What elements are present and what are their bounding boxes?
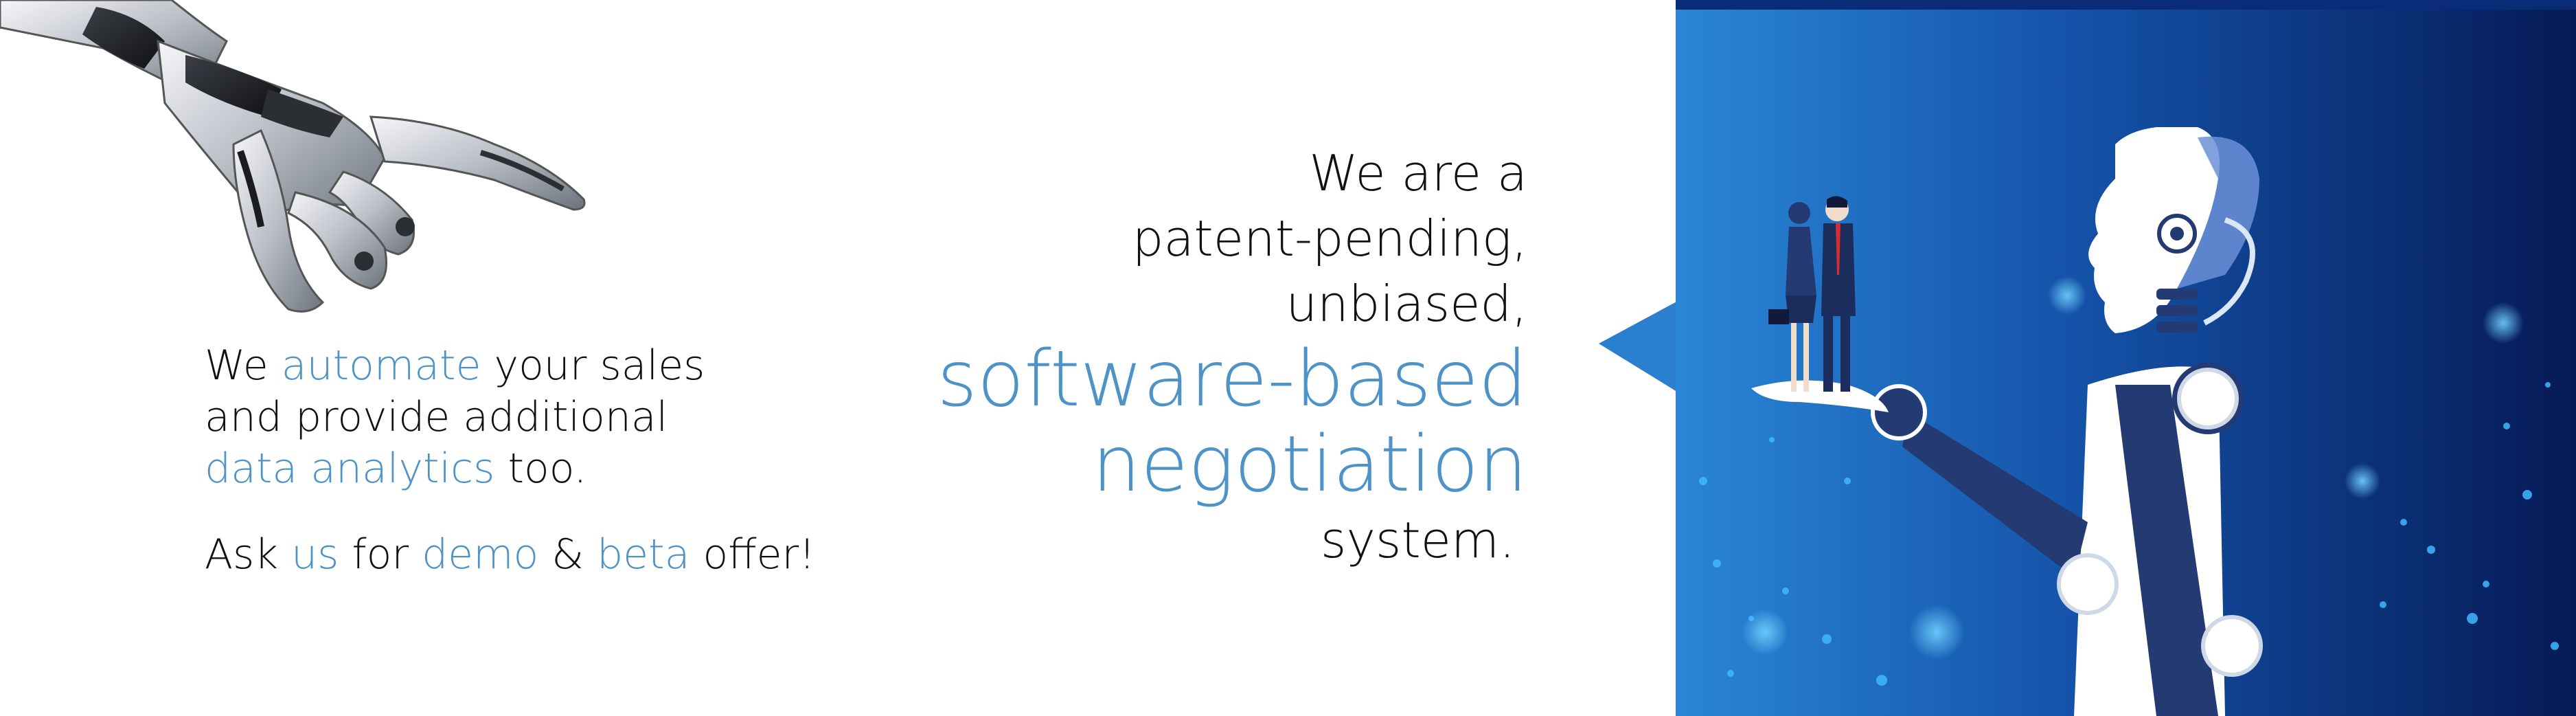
tagline-line-6: system. [1320, 511, 1515, 569]
highlight-beta: beta [597, 530, 690, 579]
tagline-line-3: unbiased, [1286, 275, 1528, 333]
highlight-us: us [291, 530, 339, 579]
call-to-action: Ask us for demo & beta offer! [205, 530, 816, 579]
tagline-highlight-1: software-based [937, 335, 1527, 424]
intro-text: We automate your sales and provide addit… [205, 340, 815, 581]
tagline: We are a patent-pending, unbiased, softw… [937, 141, 1527, 573]
intro-line-3: data analytics too. [205, 445, 587, 493]
highlight-demo: demo [422, 530, 539, 579]
speech-bubble-tail [1599, 295, 1688, 399]
tagline-line-2: patent-pending, [1132, 210, 1527, 267]
robot-hand-icon [0, 0, 586, 313]
tagline-highlight-2: negotiation [1092, 420, 1527, 509]
intro-line-2: and provide additional [205, 393, 668, 441]
highlight-automate: automate [281, 342, 481, 390]
tagline-line-1: We are a [1309, 144, 1527, 202]
robot-illustration [1676, 0, 2576, 716]
intro-line-1: We automate your sales [205, 342, 705, 390]
highlight-data-analytics: data analytics [205, 445, 495, 493]
